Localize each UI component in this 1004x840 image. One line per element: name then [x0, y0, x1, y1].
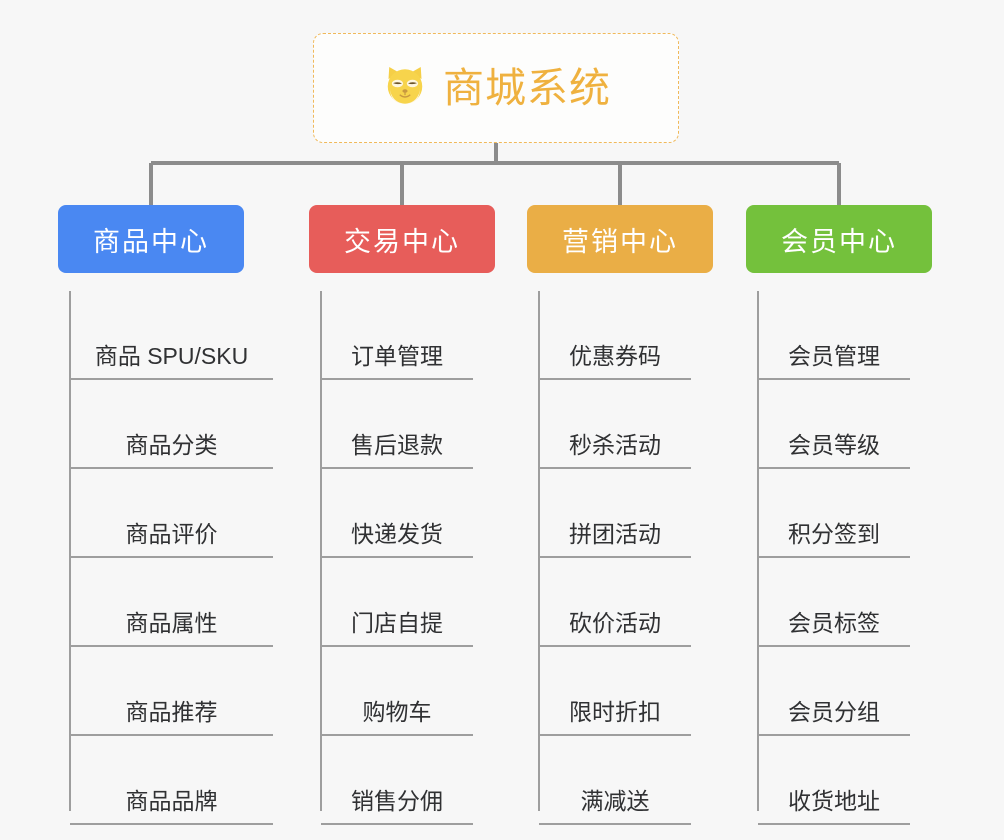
leaf-item[interactable]: 积分签到	[758, 469, 910, 558]
leaf-item[interactable]: 拼团活动	[539, 469, 691, 558]
branch-children-0: 商品 SPU/SKU 商品分类 商品评价 商品属性 商品推荐 商品品牌	[58, 291, 273, 825]
leaf-item[interactable]: 商品推荐	[70, 647, 273, 736]
leaf-label: 砍价活动	[569, 610, 661, 637]
leaf-label: 商品 SPU/SKU	[94, 343, 249, 370]
leaf-label: 收货地址	[788, 788, 880, 815]
leaf-label: 售后退款	[351, 432, 443, 459]
shiba-dog-face-icon	[387, 67, 423, 106]
leaf-label: 门店自提	[351, 610, 443, 637]
leaf-item[interactable]: 会员标签	[758, 558, 910, 647]
branch-spine-0	[69, 291, 71, 811]
leaf-label: 商品属性	[125, 610, 218, 637]
leaf-item[interactable]: 会员管理	[758, 291, 910, 380]
leaf-item[interactable]: 满减送	[539, 736, 691, 825]
leaf-label: 商品推荐	[125, 699, 218, 726]
leaf-item[interactable]: 商品 SPU/SKU	[70, 291, 273, 380]
leaf-item[interactable]: 订单管理	[321, 291, 473, 380]
branch-children-2: 优惠券码 秒杀活动 拼团活动 砍价活动 限时折扣 满减送	[527, 291, 713, 825]
branch-header-label-3: 会员中心	[781, 226, 897, 257]
leaf-item[interactable]: 商品品牌	[70, 736, 273, 825]
branch-spine-1	[320, 291, 322, 811]
branch-children-3: 会员管理 会员等级 积分签到 会员标签 会员分组 收货地址	[746, 291, 932, 825]
leaf-label: 拼团活动	[569, 521, 661, 548]
leaf-item[interactable]: 销售分佣	[321, 736, 473, 825]
leaf-label: 优惠券码	[569, 343, 661, 370]
leaf-label: 快递发货	[351, 521, 443, 548]
leaf-label: 秒杀活动	[569, 432, 661, 459]
leaf-label: 积分签到	[788, 521, 880, 548]
leaf-label: 商品品牌	[125, 788, 218, 815]
leaf-item[interactable]: 商品属性	[70, 558, 273, 647]
leaf-label: 订单管理	[351, 343, 443, 370]
leaf-label: 商品评价	[125, 521, 218, 548]
leaf-item[interactable]: 秒杀活动	[539, 380, 691, 469]
branch-header-label-0: 商品中心	[93, 226, 209, 257]
leaf-item[interactable]: 售后退款	[321, 380, 473, 469]
leaf-label: 会员管理	[788, 343, 880, 370]
leaf-item[interactable]: 收货地址	[758, 736, 910, 825]
branch-column-2: 营销中心 优惠券码 秒杀活动 拼团活动 砍价活动 限时折扣 满减送	[527, 205, 713, 825]
leaf-item[interactable]: 优惠券码	[539, 291, 691, 380]
leaf-item[interactable]: 门店自提	[321, 558, 473, 647]
leaf-item[interactable]: 购物车	[321, 647, 473, 736]
root-title: 商城系统	[443, 64, 611, 111]
branch-column-1: 交易中心 订单管理 售后退款 快递发货 门店自提 购物车 销售分佣	[309, 205, 495, 825]
branch-column-3: 会员中心 会员管理 会员等级 积分签到 会员标签 会员分组 收货地址	[746, 205, 932, 825]
leaf-label: 会员标签	[788, 610, 880, 637]
leaf-label: 会员等级	[788, 432, 880, 459]
leaf-label: 满减送	[580, 788, 650, 815]
branch-header-label-1: 交易中心	[344, 226, 460, 257]
leaf-label: 会员分组	[788, 699, 880, 726]
branch-column-0: 商品中心 商品 SPU/SKU 商品分类 商品评价 商品属性 商品推荐 商品品牌	[58, 205, 273, 825]
leaf-item[interactable]: 会员分组	[758, 647, 910, 736]
branch-children-1: 订单管理 售后退款 快递发货 门店自提 购物车 销售分佣	[309, 291, 495, 825]
leaf-item[interactable]: 会员等级	[758, 380, 910, 469]
leaf-label: 购物车	[362, 699, 432, 726]
branch-header-1[interactable]: 交易中心	[309, 205, 495, 273]
leaf-label: 限时折扣	[569, 699, 661, 726]
leaf-label: 销售分佣	[351, 788, 443, 815]
leaf-item[interactable]: 砍价活动	[539, 558, 691, 647]
root-node[interactable]: 商城系统	[313, 33, 679, 143]
leaf-item[interactable]: 商品分类	[70, 380, 273, 469]
leaf-label: 商品分类	[125, 432, 218, 459]
branch-header-0[interactable]: 商品中心	[58, 205, 244, 273]
branch-header-3[interactable]: 会员中心	[746, 205, 932, 273]
branch-spine-2	[538, 291, 540, 811]
branch-header-label-2: 营销中心	[562, 226, 678, 257]
leaf-item[interactable]: 商品评价	[70, 469, 273, 558]
branch-spine-3	[757, 291, 759, 811]
leaf-item[interactable]: 快递发货	[321, 469, 473, 558]
leaf-item[interactable]: 限时折扣	[539, 647, 691, 736]
branch-header-2[interactable]: 营销中心	[527, 205, 713, 273]
